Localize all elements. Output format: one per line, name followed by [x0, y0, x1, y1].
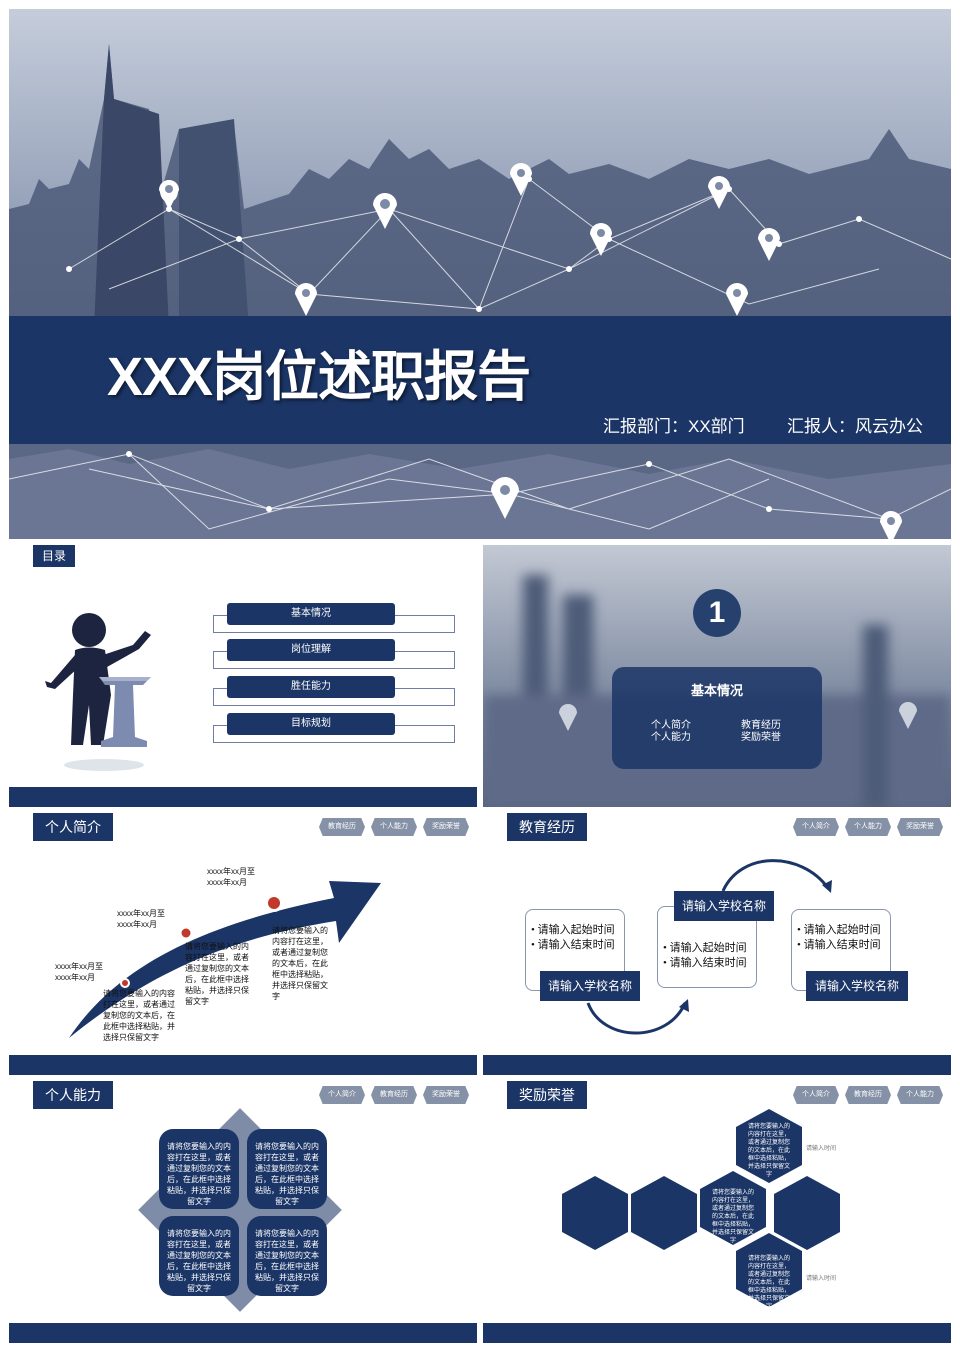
honor-time-2: 请输入时间 — [806, 1276, 837, 1282]
honor-label: 奖励荣誉 — [507, 1081, 587, 1109]
toc-item-4[interactable]: 目标规划 — [213, 713, 455, 747]
education-slide: 教育经历 个人简介 个人能力 奖励荣誉 • 请输入起始时间• 请输入结束时间 请… — [483, 813, 951, 1075]
flow-arrows — [586, 859, 832, 1035]
section-link-4[interactable]: 奖励荣誉 — [741, 732, 781, 743]
honor-slide: 奖励荣誉 个人简介 教育经历 个人能力 请将您要输入的内容打在这里，或者通过复制… — [483, 1081, 951, 1343]
hexagon-cluster — [562, 1109, 840, 1307]
intro-text-3: 请将您要输入的内容打在这里，或者通过复制您的文本后，在此框中选择粘贴，并选择只保… — [272, 926, 328, 1001]
toc-label: 目录 — [33, 545, 76, 567]
footer-bar — [9, 787, 477, 807]
tab-ability[interactable]: 个人能力 — [897, 1086, 943, 1104]
edu-start-3: 请输入起始时间 — [803, 924, 881, 936]
ability-cell-2 — [247, 1129, 327, 1209]
footer-bar — [483, 1323, 951, 1343]
honor-text-2: 请将您要输入的内容打在这里，或者通过复制您的文本后，在此框中选择粘贴，并选择只保… — [711, 1190, 754, 1244]
footer-bar — [9, 1323, 477, 1343]
intro-slide: 个人简介 教育经历 个人能力 奖励荣誉 xxxx年xx月至 xxxx年xx月 x… — [9, 813, 477, 1075]
ability-cell-4 — [247, 1216, 327, 1296]
tab-education[interactable]: 教育经历 — [319, 818, 365, 836]
ability-text-4: 请将您要输入的内容打在这里，或者通过复制您的文本后，在此框中选择粘贴，并选择只保… — [255, 1229, 319, 1293]
section-link-3[interactable]: 个人能力 — [651, 732, 691, 743]
edu-end-3: 请输入结束时间 — [803, 939, 881, 951]
toc-item-label: 基本情况 — [227, 603, 395, 625]
toc-item-label: 岗位理解 — [227, 639, 395, 661]
intro-text-1: 请将您要输入的内容打在这里，或者通过复制您的文本后，在此框中选择粘贴，并选择只保… — [103, 989, 175, 1042]
ability-text-1: 请将您要输入的内容打在这里，或者通过复制您的文本后，在此框中选择粘贴，并选择只保… — [167, 1142, 231, 1206]
toc-item-3[interactable]: 胜任能力 — [213, 676, 455, 710]
section-title: 基本情况 — [690, 683, 743, 698]
section-card — [612, 667, 822, 769]
section-link-2[interactable]: 教育经历 — [741, 720, 781, 731]
intro-date-2: xxxx年xx月至 xxxx年xx月 — [117, 909, 165, 929]
speaker-figure-icon — [45, 613, 151, 771]
tab-intro[interactable]: 个人简介 — [319, 1086, 365, 1104]
footer-bar — [483, 1055, 951, 1075]
tab-intro[interactable]: 个人简介 — [793, 818, 839, 836]
city-network-background — [9, 9, 951, 539]
honor-time-1: 请输入时间 — [806, 1146, 837, 1152]
toc-item-label: 胜任能力 — [227, 676, 395, 698]
edu-school-3: 请输入学校名称 — [806, 971, 908, 1001]
intro-date-3: xxxx年xx月至 xxxx年xx月 — [207, 867, 255, 887]
toc-slide: 目录 基本情况 岗位理解 胜任能力 目标规划 — [9, 545, 477, 807]
honor-text-1: 请将您要输入的内容打在这里，或者通过复制您的文本后，在此框中选择粘贴，并选择只保… — [747, 1124, 790, 1178]
footer-bar — [9, 1055, 477, 1075]
tab-intro[interactable]: 个人简介 — [793, 1086, 839, 1104]
growth-arrow-graphic — [69, 881, 381, 1038]
edu-end-2: 请输入结束时间 — [669, 957, 747, 969]
tab-honor[interactable]: 奖励荣誉 — [423, 1086, 469, 1104]
cover-title-band — [9, 316, 951, 444]
tab-education[interactable]: 教育经历 — [845, 1086, 891, 1104]
tab-honor[interactable]: 奖励荣誉 — [423, 818, 469, 836]
toc-item-label: 目标规划 — [227, 713, 395, 735]
cover-slide: XXX岗位述职报告 汇报部门：XX部门 汇报人：风云办公 — [9, 9, 951, 539]
cover-reporter: 汇报人：风云办公 — [787, 417, 923, 436]
toc-item-1[interactable]: 基本情况 — [213, 603, 455, 637]
toc-item-2[interactable]: 岗位理解 — [213, 639, 455, 673]
section-number-circle: 1 — [693, 589, 741, 637]
intro-label: 个人简介 — [33, 813, 113, 841]
intro-date-1: xxxx年xx月至 xxxx年xx月 — [55, 962, 103, 982]
edu-start-2: 请输入起始时间 — [669, 942, 747, 954]
honor-text-3: 请将您要输入的内容打在这里，或者通过复制您的文本后，在此框中选择粘贴，并选择只保… — [747, 1256, 790, 1310]
tab-honor[interactable]: 奖励荣誉 — [897, 818, 943, 836]
section-link-1[interactable]: 个人简介 — [651, 720, 691, 731]
tab-education[interactable]: 教育经历 — [371, 1086, 417, 1104]
cover-department: 汇报部门：XX部门 — [603, 417, 745, 436]
ability-slide: 个人能力 个人简介 教育经历 奖励荣誉 请将您要输入的内容打在这里，或者通过复制… — [9, 1081, 477, 1343]
ability-cell-3 — [159, 1216, 239, 1296]
ability-text-2: 请将您要输入的内容打在这里，或者通过复制您的文本后，在此框中选择粘贴，并选择只保… — [255, 1142, 319, 1206]
edu-label: 教育经历 — [507, 813, 587, 841]
edu-end-1: 请输入结束时间 — [537, 939, 615, 951]
section-slide: 1 基本情况 个人简介 教育经历 个人能力 奖励荣誉 — [483, 545, 951, 807]
ability-cell-1 — [159, 1129, 239, 1209]
ability-text-3: 请将您要输入的内容打在这里，或者通过复制您的文本后，在此框中选择粘贴，并选择只保… — [167, 1229, 231, 1293]
edu-school-1: 请输入学校名称 — [540, 971, 640, 1001]
edu-start-1: 请输入起始时间 — [537, 924, 615, 936]
ability-label: 个人能力 — [33, 1081, 113, 1109]
tab-ability[interactable]: 个人能力 — [371, 818, 417, 836]
intro-text-2: 请将您要输入的内容打在这里，或者通过复制您的文本后，在此框中选择粘贴，并选择只保… — [185, 942, 249, 1006]
edu-school-2: 请输入学校名称 — [674, 891, 774, 921]
tab-ability[interactable]: 个人能力 — [845, 818, 891, 836]
cover-title: XXX岗位述职报告 — [107, 347, 531, 407]
